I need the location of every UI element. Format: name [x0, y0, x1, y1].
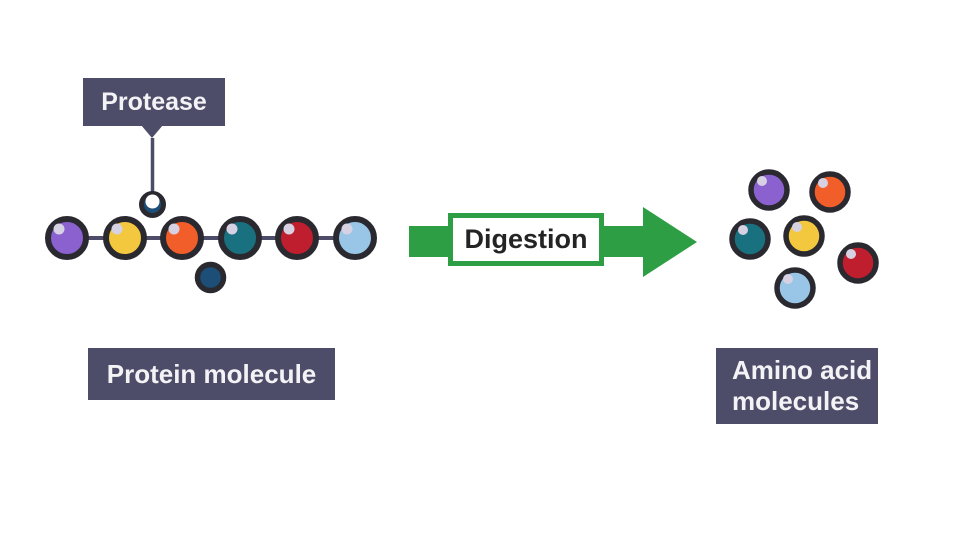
- amino-acid-label: Amino acid molecules: [716, 348, 878, 424]
- amino-acid-label-line2: molecules: [732, 386, 860, 416]
- protein-bead-light-blue: [333, 216, 377, 260]
- protease-enzyme-bead-highlight: [145, 194, 160, 209]
- protein-bead-orange: [160, 216, 204, 260]
- amino-acid-bead-yellow: [783, 215, 825, 257]
- protein-molecule-label-text: Protein molecule: [106, 358, 317, 389]
- amino-acid-bead-light-blue: [774, 267, 816, 309]
- amino-acid-label-line1: Amino acid: [732, 355, 873, 385]
- amino-acid-bead-yellow-highlight: [792, 222, 802, 232]
- amino-acid-bead-orange: [809, 171, 851, 213]
- protein-molecule-label: Protein molecule: [88, 348, 335, 400]
- protein-bead-light-blue-highlight: [341, 223, 353, 235]
- amino-acid-bead-teal-highlight: [738, 225, 748, 235]
- protein-bead-orange-highlight: [168, 223, 180, 235]
- amino-acid-bead-teal: [729, 218, 771, 260]
- protein-bead-yellow-highlight: [111, 223, 123, 235]
- protein-bead-teal: [218, 216, 262, 260]
- amino-acid-bead-red-highlight: [846, 249, 856, 259]
- amino-acid-bead-red: [837, 242, 879, 284]
- protease-label: Protease: [83, 78, 225, 138]
- protein-bead-purple-highlight: [53, 223, 65, 235]
- protein-bead-red: [275, 216, 319, 260]
- protease-label-pointer: [141, 125, 163, 138]
- detached-peptide-bead: [194, 261, 227, 294]
- protein-bead-teal-highlight: [226, 223, 238, 235]
- protein-bead-purple: [45, 216, 89, 260]
- protein-bead-red-highlight: [283, 223, 295, 235]
- protease-label-text: Protease: [101, 87, 207, 116]
- amino-acid-bead-purple-highlight: [757, 176, 767, 186]
- protein-bead-yellow: [103, 216, 147, 260]
- amino-acid-bead-light-blue-highlight: [783, 274, 793, 284]
- digestion-label-text: Digestion: [464, 224, 588, 254]
- amino-acid-bead-purple: [748, 169, 790, 211]
- digestion-label: Digestion: [448, 213, 604, 266]
- amino-acid-bead-orange-highlight: [818, 178, 828, 188]
